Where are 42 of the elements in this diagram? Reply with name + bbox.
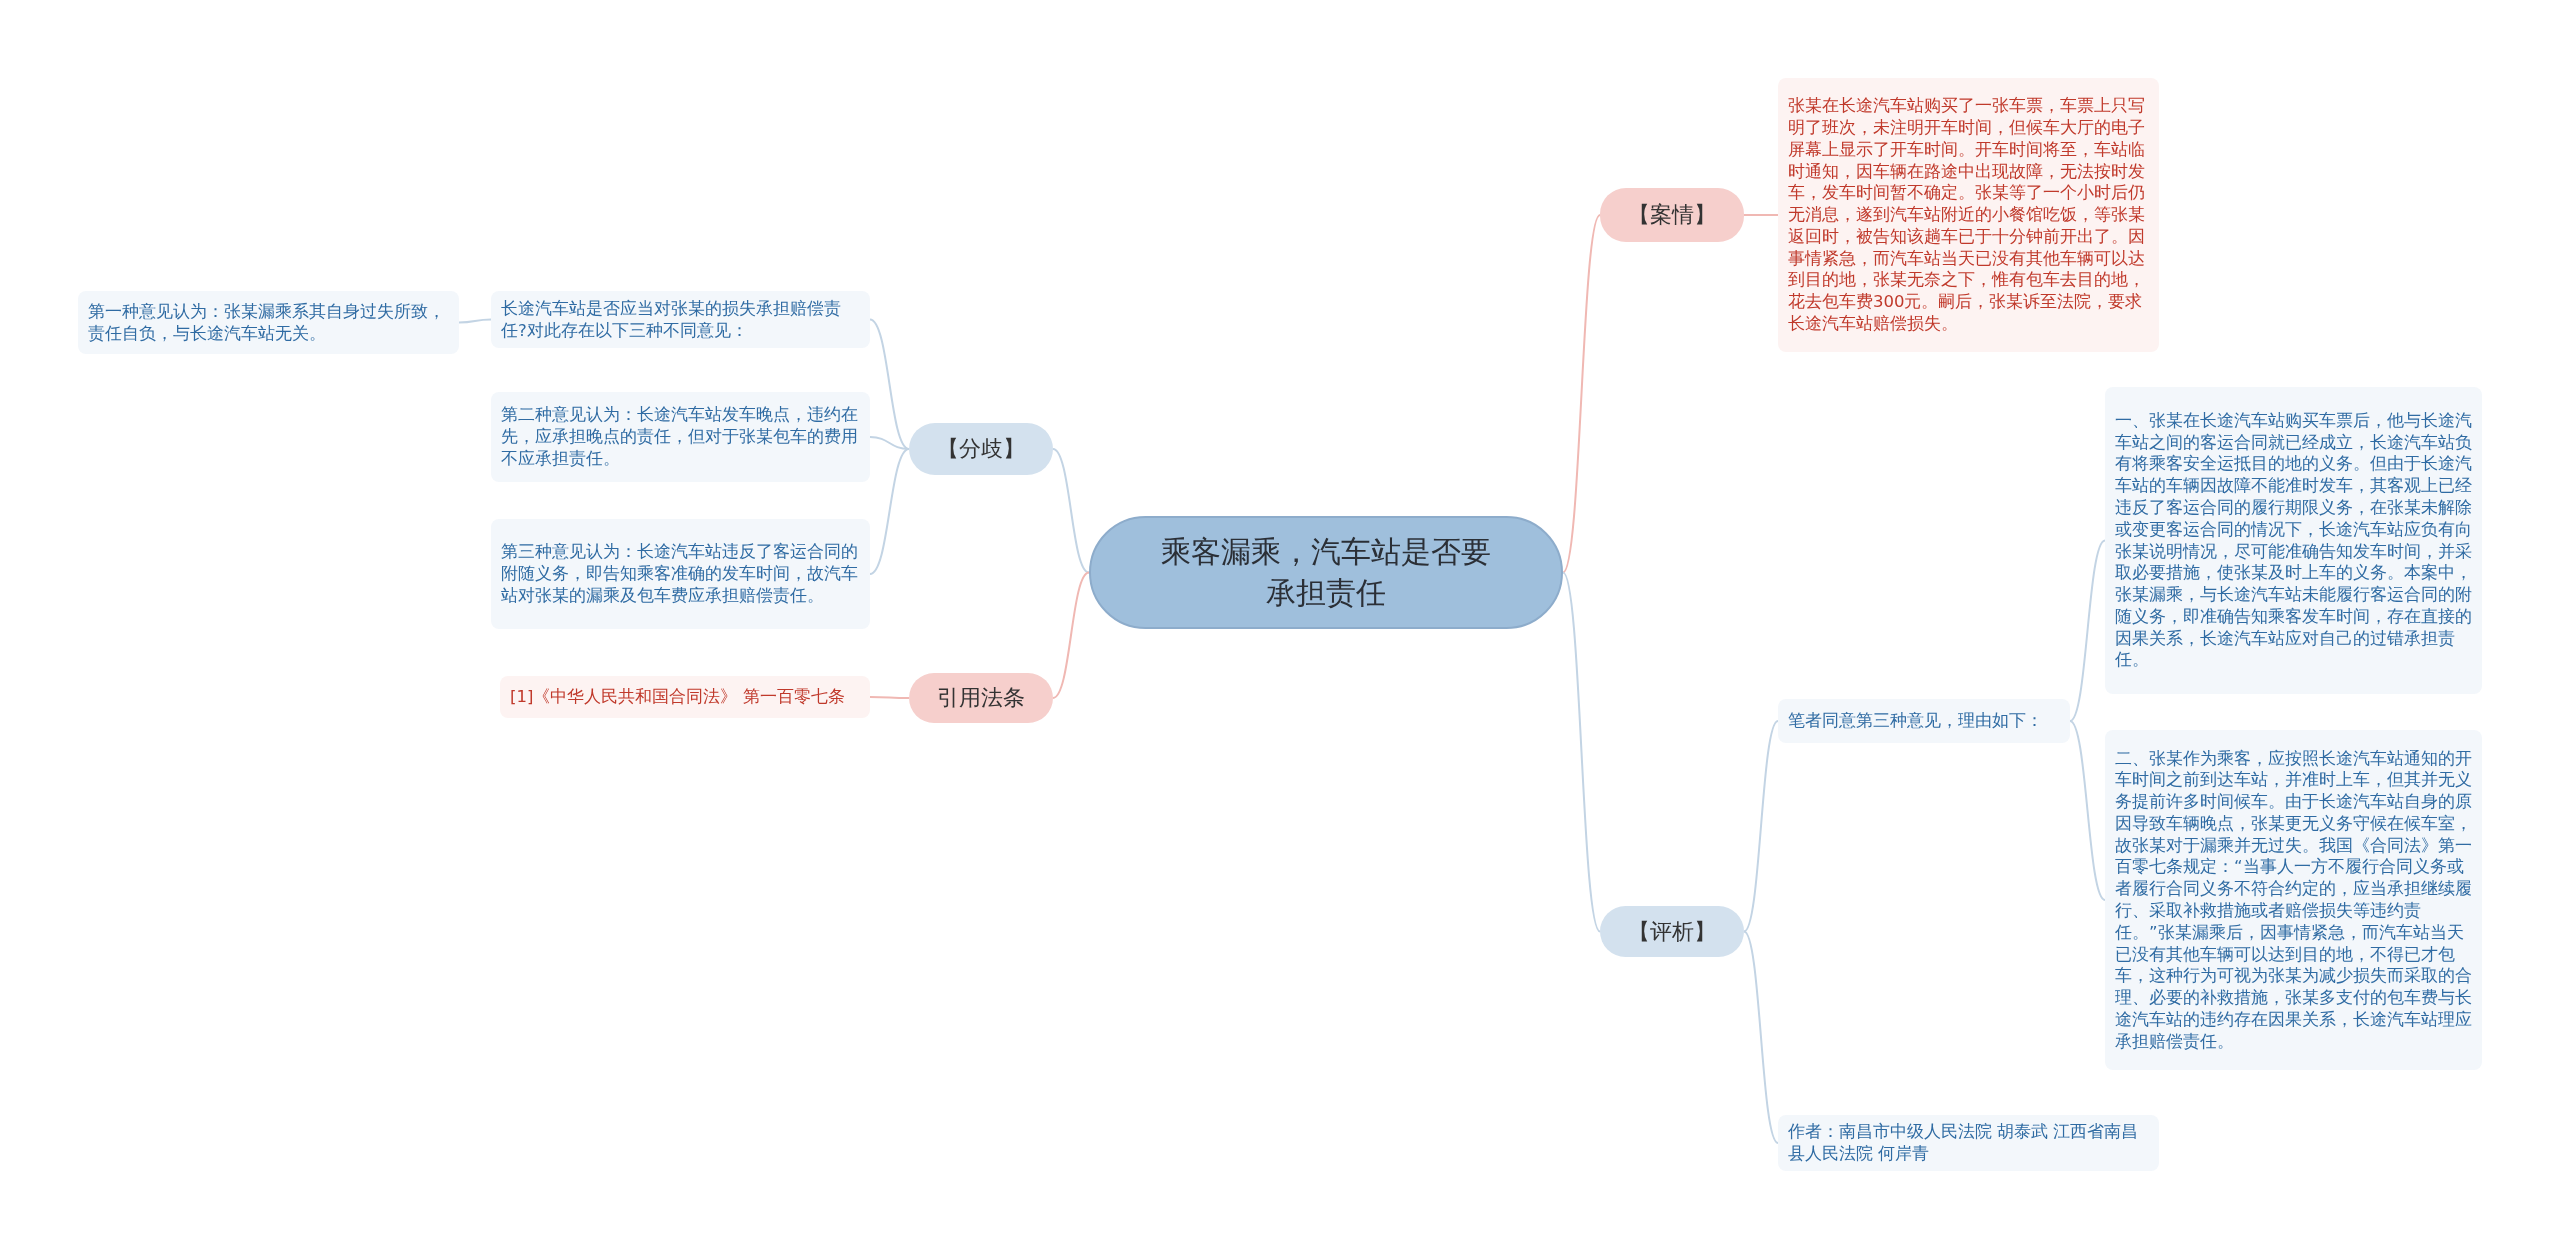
node-text: 二、张某作为乘客，应按照长途汽车站通知的开车时间之前到达车站，并准时上车，但其并无义务提前许多时间候车。由于长途汽车站自身的原因导致车辆晚点，张某更无义务守候在候车室，故张某对于漏乘并无过失。我国《合同法》第一百零七条规定：“当事人一方不履行合同义务或者履行合同义务不符合约定的，应当承担继续履行、采取补救措施或者赔偿损失等违约责任。”张某漏乘后，因事情紧急，而汽车站当天已没有其他车辆可以达到目的地，不得已才包车，这种行为可视为张某为减少损失而采取的合理、必要的补救措施，张某多支付的包车费与长途汽车站的违约存在因果关系，长途汽车站理应承担赔偿责任。: [2115, 747, 2472, 1053]
connector-line: [458, 318, 492, 324]
text-card: [1778, 1115, 2159, 1171]
node-text: 【评析】: [1628, 917, 1716, 946]
text-card: [491, 291, 870, 348]
connector-line: [2069, 720, 2106, 901]
node-text: 张某在长途汽车站购买了一张车票，车票上只写明了班次，未注明开车时间，但候车大厅的电子屏幕上显示了开车时间。开车时间将至，车站临时通知，因车辆在路途中出现故障，无法按时发车，发车时间暂不确定。张某等了一个小时后仍无消息，遂到汽车站附近的小餐馆吃饭，等张某返回时，被告知该趟车已于十分钟前开出了。因事情紧急，而汽车站当天已没有其他车辆可以达到目的地，张某无奈之下，惟有包车去目的地，花去包车费300元。嗣后，张某诉至法院，要求长途汽车站赔偿损失。: [1788, 95, 2146, 335]
node-text: 笔者同意第三种意见，理由如下：: [1788, 710, 2043, 732]
connector-line: [869, 448, 910, 575]
connector-line: [1743, 720, 1779, 933]
connector-line: [1052, 448, 1090, 574]
connector-line: [1562, 571, 1601, 933]
node-text: 引用法条: [937, 684, 1025, 712]
text-card: [491, 519, 870, 629]
branch-topic: [909, 423, 1053, 475]
connector-line: [869, 696, 910, 699]
node-text: 乘客漏乘，汽车站是否要承担责任: [1161, 533, 1491, 612]
branch-topic: [1600, 188, 1744, 242]
node-text: 长途汽车站是否应当对张某的损失承担赔偿责任?对此存在以下三种不同意见：: [501, 297, 842, 342]
connector-line: [869, 318, 910, 450]
connector-line: [1052, 571, 1090, 699]
node-text: [1]《中华人民共和国合同法》 第一百零七条: [510, 686, 845, 708]
connector-line: [1743, 214, 1779, 216]
text-card: [491, 392, 870, 482]
node-text: 第一种意见认为：张某漏乘系其自身过失所致，责任自负，与长途汽车站无关。: [88, 300, 446, 345]
text-card: [2105, 387, 2482, 694]
text-card: [1778, 699, 2070, 743]
node-text: 第二种意见认为：长途汽车站发车晚点，违约在先，应承担晚点的责任，但对于张某包车的费用不应承担责任。: [501, 404, 859, 470]
connector-line: [1743, 930, 1779, 1144]
node-text: 【案情】: [1628, 201, 1716, 229]
node-text: 作者：南昌市中级人民法院 胡泰武 江西省南昌县人民法院 何岸青: [1788, 1121, 2140, 1165]
branch-topic: [1600, 906, 1744, 957]
branch-topic: [909, 673, 1053, 723]
connector-line: [1562, 214, 1601, 574]
node-text: 第三种意见认为：长途汽车站违反了客运合同的附随义务，即告知乘客准确的发车时间，故汽车站对张某的漏乘及包车费应承担赔偿责任。: [501, 541, 859, 607]
node-text: 一、张某在长途汽车站购买车票后，他与长途汽车站之间的客运合同就已经成立，长途汽车站负有将乘客安全运抵目的地的义务。但由于长途汽车站的车辆因故障不能准时发车，其客观上已经违反了客运合同的履行期限义务，在张某未解除或变更客运合同的情况下，长途汽车站应负有向张某说明情况，尽可能准确告知发车时间，并采取必要措施，使张某及时上车的义务。本案中，张某漏乘，与长途汽车站未能履行客运合同的附随义务，即准确告知乘客发车时间，存在直接的因果关系，长途汽车站应对自己的过错承担责任。: [2115, 409, 2472, 672]
connector-line: [2069, 539, 2106, 722]
text-card: [1778, 78, 2159, 352]
text-card: [500, 676, 870, 718]
node-text: 【分歧】: [937, 435, 1025, 463]
connector-line: [869, 436, 910, 450]
text-card: [78, 291, 459, 354]
